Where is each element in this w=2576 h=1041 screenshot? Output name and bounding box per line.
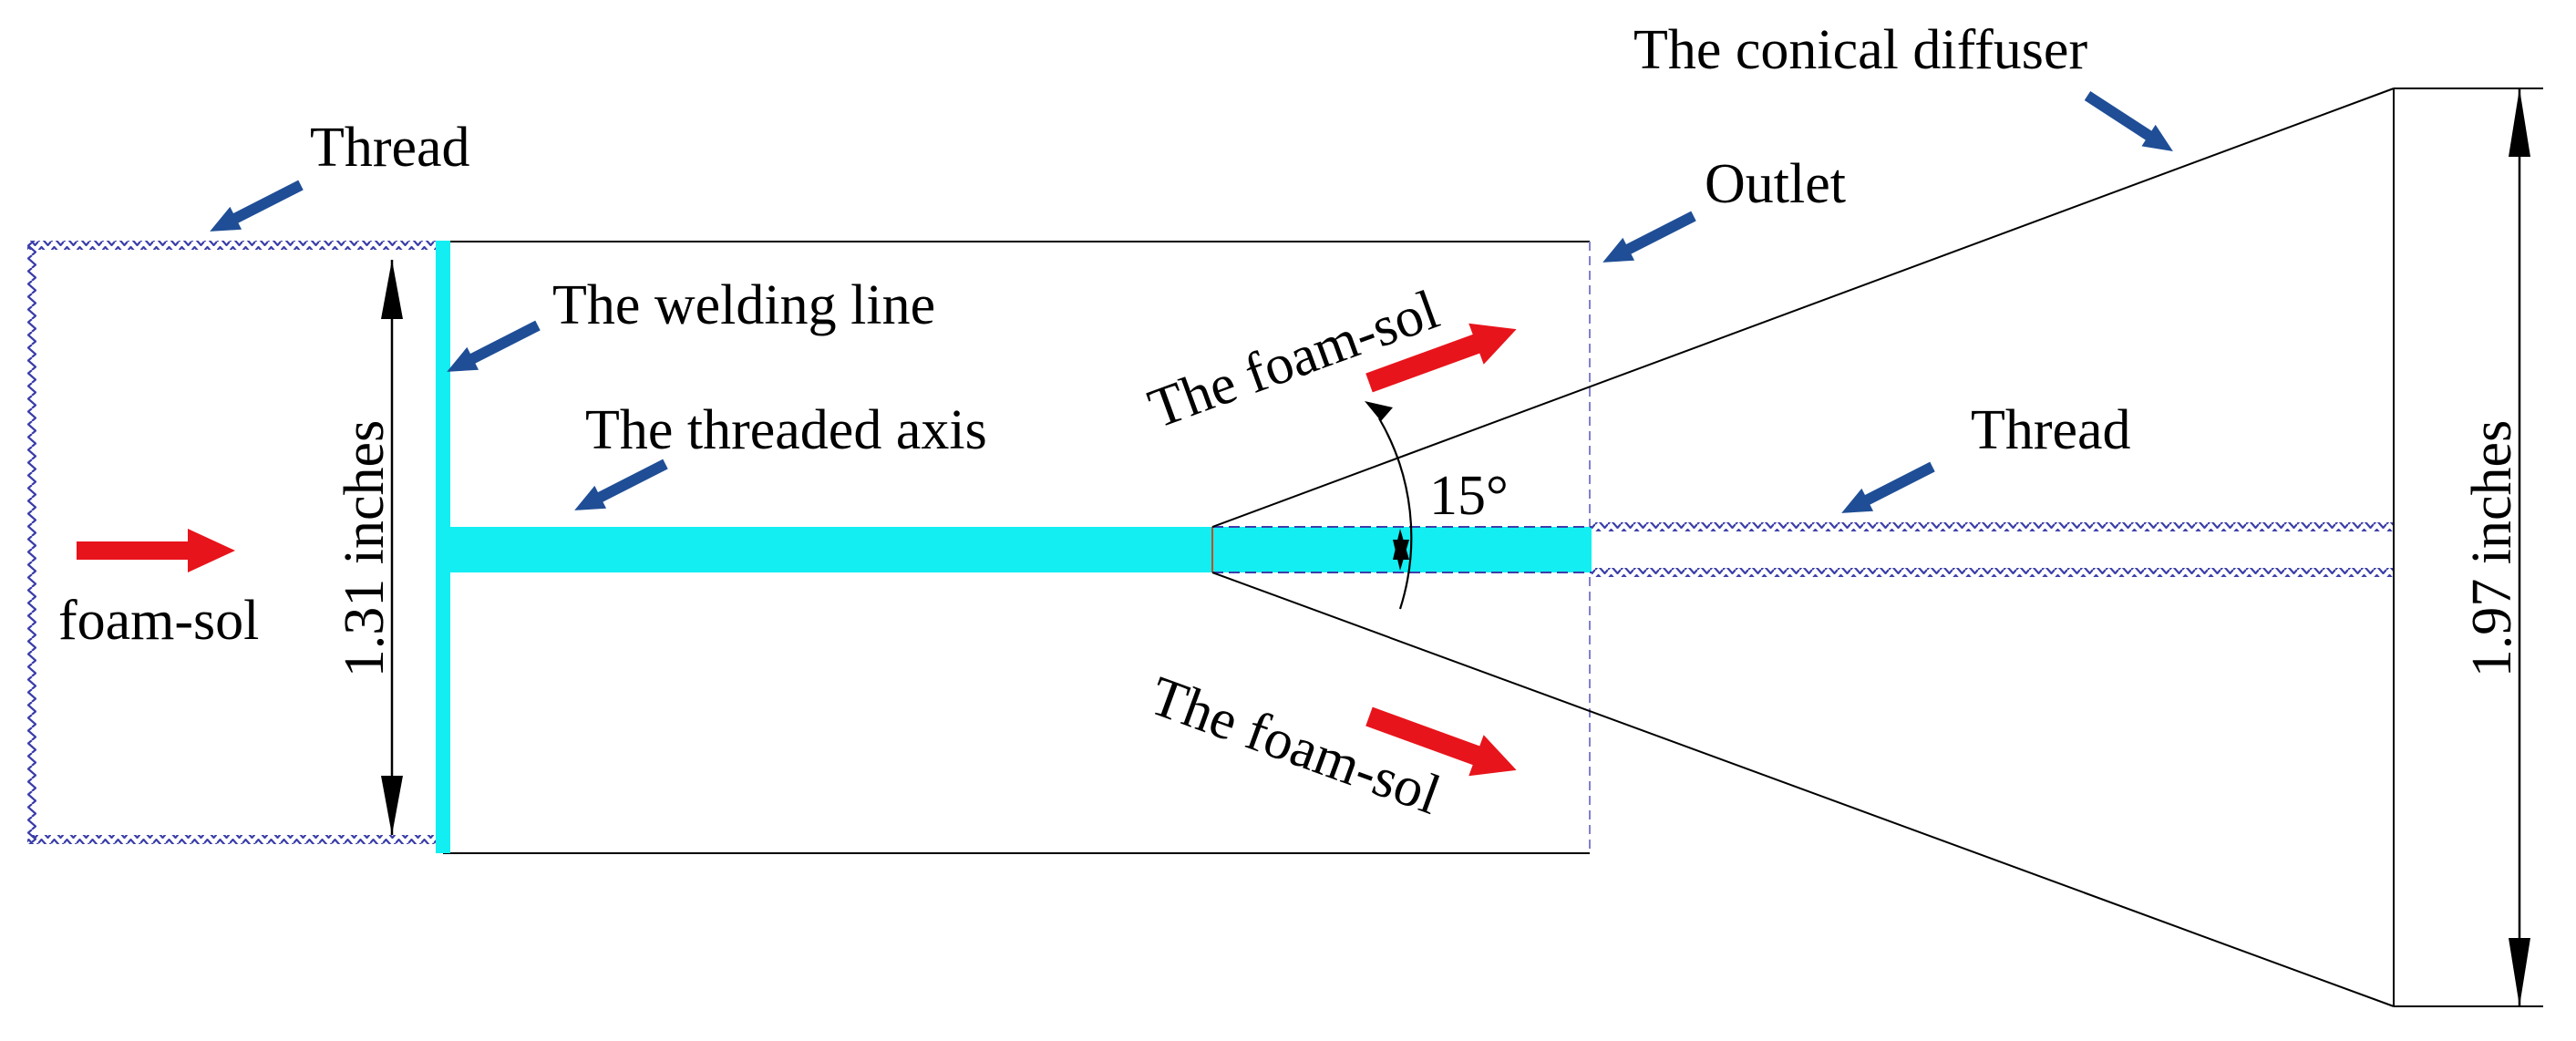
flow-arrow-lower [1365,706,1517,777]
pointer-welding-line [447,320,541,372]
pointer-conical-diffuser [2084,90,2173,151]
label-angle: 15° [1429,465,1509,527]
flow-arrow-inlet [77,529,235,572]
label-threaded-axis: The threaded axis [585,399,987,461]
label-thread-left: Thread [310,117,470,179]
label-foam-sol-inlet: foam-sol [58,590,259,652]
angle-marker [1365,401,1413,610]
conical-diffuser [1211,88,2543,1007]
pointer-thread-right [1841,461,1935,513]
axis-thread [1592,522,2394,577]
nozzle-body [443,241,1591,854]
pointer-outlet [1602,211,1696,263]
label-foam-sol-lower: The foam-sol [1142,665,1448,827]
inlet-thread-left [27,241,36,844]
label-foam-sol-upper: The foam-sol [1141,279,1447,441]
dimension-outer [2509,88,2530,1006]
inlet-thread-bottom [27,835,443,844]
label-welding-line: The welding line [552,274,935,336]
label-thread-right: Thread [1971,399,2131,461]
threaded-axis [450,527,1592,572]
inlet-thread-top [27,241,443,250]
inlet-thread [27,241,443,844]
welding-line [436,241,450,853]
pointer-threaded-axis [574,459,668,510]
label-outlet: Outlet [1705,153,1846,215]
label-dimension-inner: 1.31 inches [334,420,396,677]
pointer-thread-left [210,180,304,232]
flow-arrow-upper [1365,323,1517,393]
dimension-inner [381,260,403,835]
label-conical-diffuser: The conical diffuser [1633,19,2087,81]
label-dimension-outer: 1.97 inches [2461,420,2523,677]
